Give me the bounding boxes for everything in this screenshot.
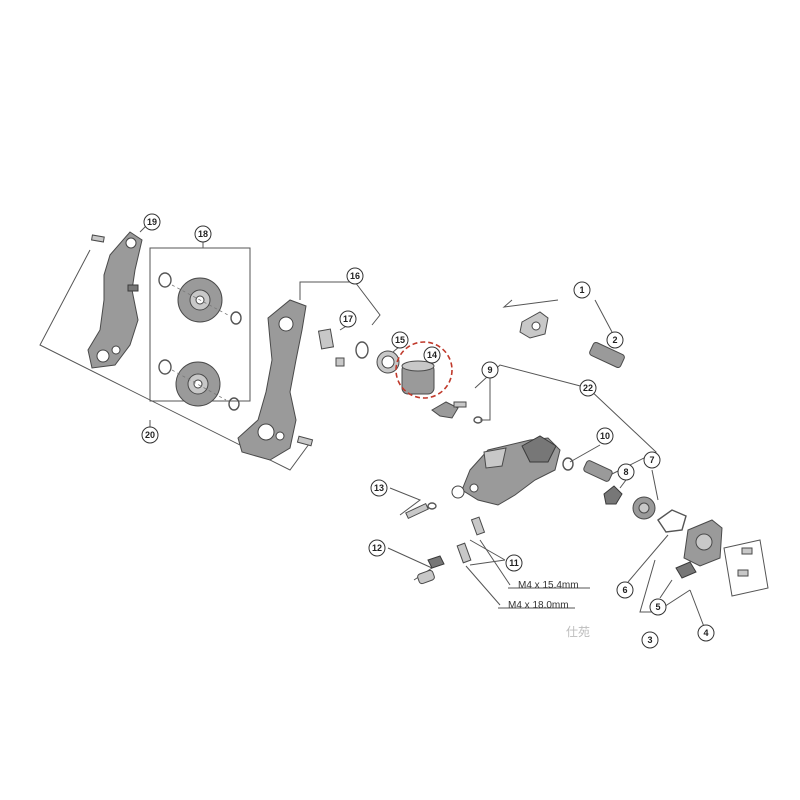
svg-text:18: 18 xyxy=(198,229,208,239)
cage-bolt-19 xyxy=(90,234,105,243)
badge-10: 10 xyxy=(596,427,614,445)
lower-pulley-parts xyxy=(158,359,240,411)
clutch-cap-7 xyxy=(632,496,656,520)
badge-14: 14 xyxy=(423,346,441,364)
upper-pulley-parts xyxy=(158,272,242,325)
badge-11: 11 xyxy=(505,554,523,572)
svg-text:5: 5 xyxy=(655,602,660,612)
clutch-cover-assembly xyxy=(675,519,723,579)
badge-1: 1 xyxy=(573,281,591,299)
svg-text:8: 8 xyxy=(623,467,628,477)
screws-11 xyxy=(456,516,486,564)
leader-11b xyxy=(469,559,506,566)
badge-6: 6 xyxy=(616,581,634,599)
svg-text:2: 2 xyxy=(612,335,617,345)
badge-22: 22 xyxy=(579,379,597,397)
stop-screw-8 xyxy=(603,479,627,505)
spec-label-screw-a: M4 x 15.4mm xyxy=(518,580,579,591)
svg-text:15: 15 xyxy=(395,335,405,345)
spec-leader-a xyxy=(479,539,511,586)
svg-text:1: 1 xyxy=(579,285,584,295)
svg-text:9: 9 xyxy=(487,365,492,375)
leader-16 xyxy=(299,281,355,300)
badge-7: 7 xyxy=(643,451,661,469)
outer-cage-plate xyxy=(237,299,307,461)
svg-text:20: 20 xyxy=(145,430,155,440)
svg-text:16: 16 xyxy=(350,271,360,281)
highlight-circle-14 xyxy=(395,341,453,399)
pivot-axle-17 xyxy=(317,324,349,367)
svg-text:13: 13 xyxy=(374,483,384,493)
leader-7 xyxy=(651,469,659,501)
svg-text:10: 10 xyxy=(600,431,610,441)
badge-2: 2 xyxy=(606,331,624,349)
badge-20: 20 xyxy=(141,426,159,444)
leader-5 xyxy=(659,579,673,599)
svg-text:12: 12 xyxy=(372,543,382,553)
inner-cage-plate xyxy=(87,231,143,369)
badge-16: 16 xyxy=(346,267,364,285)
axle-bolt-10 xyxy=(562,457,613,482)
leader-22a xyxy=(474,364,589,389)
leader-1b xyxy=(594,299,613,333)
watermark-text: 仕苑 xyxy=(566,625,590,639)
badge-17: 17 xyxy=(339,310,357,328)
badge-19: 19 xyxy=(143,213,161,231)
svg-text:14: 14 xyxy=(427,350,437,360)
badge-4: 4 xyxy=(697,624,715,642)
svg-text:22: 22 xyxy=(583,383,593,393)
svg-text:4: 4 xyxy=(703,628,708,638)
badge-18: 18 xyxy=(194,225,212,243)
pin-13 xyxy=(405,502,437,520)
leader-13 xyxy=(389,487,422,516)
leader-10 xyxy=(569,444,601,463)
badge-8: 8 xyxy=(617,463,635,481)
badge-15: 15 xyxy=(391,331,409,349)
leader-9 xyxy=(480,370,491,421)
svg-text:11: 11 xyxy=(509,558,519,568)
leader-3 xyxy=(639,559,691,613)
badge-5: 5 xyxy=(649,598,667,616)
svg-text:19: 19 xyxy=(147,217,157,227)
svg-text:17: 17 xyxy=(343,314,353,324)
leader-16b xyxy=(354,281,381,326)
cover-screws-box xyxy=(723,539,769,597)
pin-12 xyxy=(417,555,445,585)
main-body xyxy=(451,435,561,506)
spec-leader-b xyxy=(465,565,501,606)
badge-3: 3 xyxy=(641,631,659,649)
bushing-14 xyxy=(401,360,435,395)
cage-bolt-20 xyxy=(296,435,314,447)
svg-text:3: 3 xyxy=(647,635,652,645)
badge-12: 12 xyxy=(368,539,386,557)
svg-text:7: 7 xyxy=(649,455,654,465)
badge-13: 13 xyxy=(370,479,388,497)
svg-text:6: 6 xyxy=(622,585,627,595)
leader-11a xyxy=(469,539,506,561)
leader-1a xyxy=(502,299,559,308)
badge-9: 9 xyxy=(481,361,499,379)
b-tension-parts-9 xyxy=(431,401,483,424)
seal-ring-6 xyxy=(627,509,687,583)
leader-20 xyxy=(39,249,313,471)
spec-label-screw-b: M4 x 18.0mm xyxy=(508,600,569,611)
cable-clamp-1 xyxy=(519,311,549,339)
spacer-15 xyxy=(355,341,401,374)
